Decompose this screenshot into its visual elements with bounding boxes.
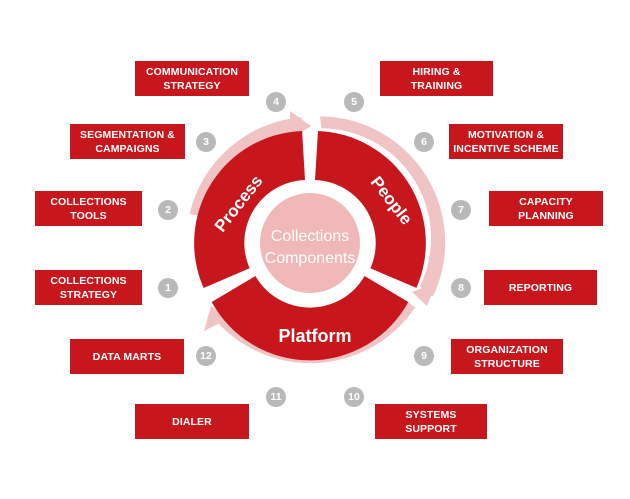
- item-number-12: 12: [196, 346, 216, 366]
- item-label-7b: PLANNING: [518, 209, 574, 222]
- item-number-5: 5: [344, 92, 364, 112]
- item-box-5: HIRING &TRAINING: [380, 61, 493, 96]
- item-label-1b: STRATEGY: [59, 288, 118, 301]
- item-label-4a: COMMUNICATION: [145, 65, 239, 78]
- item-number-9: 9: [414, 346, 434, 366]
- platform-label: Platform: [278, 326, 351, 346]
- item-label-12a: DATA MARTS: [92, 350, 162, 363]
- people-arrowhead: [412, 282, 437, 306]
- item-box-12: DATA MARTS: [70, 339, 184, 374]
- item-number-2: 2: [158, 200, 178, 220]
- item-box-8: REPORTING: [484, 270, 597, 305]
- center-title-line2: Components: [265, 250, 356, 267]
- people-segment: [315, 131, 426, 288]
- people-ring-arc: [320, 116, 446, 297]
- item-label-5b: TRAINING: [410, 79, 463, 92]
- item-label-8a: REPORTING: [508, 281, 573, 294]
- item-number-1: 1: [158, 278, 178, 298]
- item-box-10: SYSTEMS SUPPORT: [375, 404, 487, 439]
- center-title-line1: Collections: [271, 228, 349, 245]
- item-label-4b: STRATEGY: [163, 79, 221, 92]
- item-label-9b: STRUCTURE: [474, 357, 540, 370]
- item-number-6: 6: [414, 132, 434, 152]
- item-label-6a: MOTIVATION &: [467, 128, 545, 141]
- item-label-11a: DIALER: [172, 415, 212, 428]
- item-label-3a: SEGMENTATION &: [80, 128, 175, 141]
- item-box-6: MOTIVATION &INCENTIVE SCHEME: [449, 124, 563, 159]
- center-circle: [260, 193, 360, 293]
- item-box-3: SEGMENTATION &CAMPAIGNS: [70, 124, 185, 159]
- item-label-10a: SYSTEMS SUPPORT: [405, 408, 457, 435]
- process-segment: [194, 131, 305, 288]
- item-label-7a: CAPACITY: [519, 195, 573, 208]
- item-label-6b: INCENTIVE SCHEME: [453, 142, 559, 155]
- item-label-3b: CAMPAIGNS: [95, 142, 160, 155]
- item-label-1a: COLLECTIONS: [50, 274, 127, 287]
- item-number-11: 11: [266, 387, 286, 407]
- item-number-8: 8: [451, 278, 471, 298]
- item-label-5a: HIRING &: [412, 65, 461, 78]
- item-label-2b: TOOLS: [70, 209, 107, 222]
- platform-arrowhead: [204, 306, 228, 331]
- item-label-2a: COLLECTIONS: [50, 195, 127, 208]
- item-number-7: 7: [451, 200, 471, 220]
- item-number-3: 3: [196, 132, 216, 152]
- item-box-11: DIALER: [135, 404, 249, 439]
- item-label-9a: ORGANIZATION: [466, 343, 548, 356]
- item-number-4: 4: [266, 92, 286, 112]
- item-number-10: 10: [344, 387, 364, 407]
- platform-segment: [211, 276, 409, 361]
